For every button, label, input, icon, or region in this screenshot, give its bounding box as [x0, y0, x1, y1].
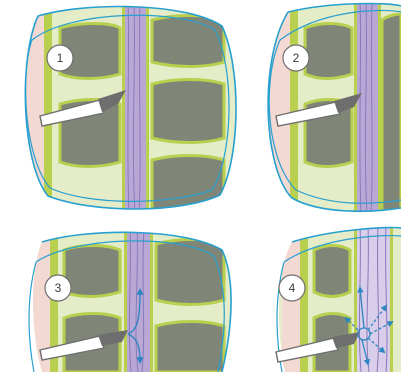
panel-2-vertebra-right [382, 14, 401, 215]
panel-1-vertebra-middle-right [152, 80, 224, 143]
panel-1-anatomy [0, 0, 240, 215]
panel-1-spinal-cord [124, 0, 146, 215]
panel-1: 1 [0, 0, 240, 215]
panel-1-vertebra-lower-right [152, 156, 224, 216]
panel-3: 3 [0, 225, 240, 372]
panel-4: 4 [270, 225, 401, 372]
panel-3-step-number: 3 [55, 281, 62, 295]
panel-3-vertebra-upper-left [64, 246, 120, 297]
panel-1-vertebra-upper-right [152, 16, 224, 67]
panel-3-vertebra-upper-right [156, 240, 224, 305]
panel-3-vertebra-lower-right [156, 322, 224, 372]
panel-2: 2 [255, 0, 401, 215]
panel-2-spinal-cord [356, 0, 378, 215]
panel-2-vertebra-upper-left [305, 24, 352, 79]
panel-4-vertebra-upper-left [314, 246, 350, 297]
panel-4-step-number: 4 [289, 281, 296, 295]
panel-1-step-number: 1 [57, 51, 64, 65]
panel-3-anatomy [0, 225, 240, 372]
panel-2-step-number: 2 [293, 51, 300, 65]
